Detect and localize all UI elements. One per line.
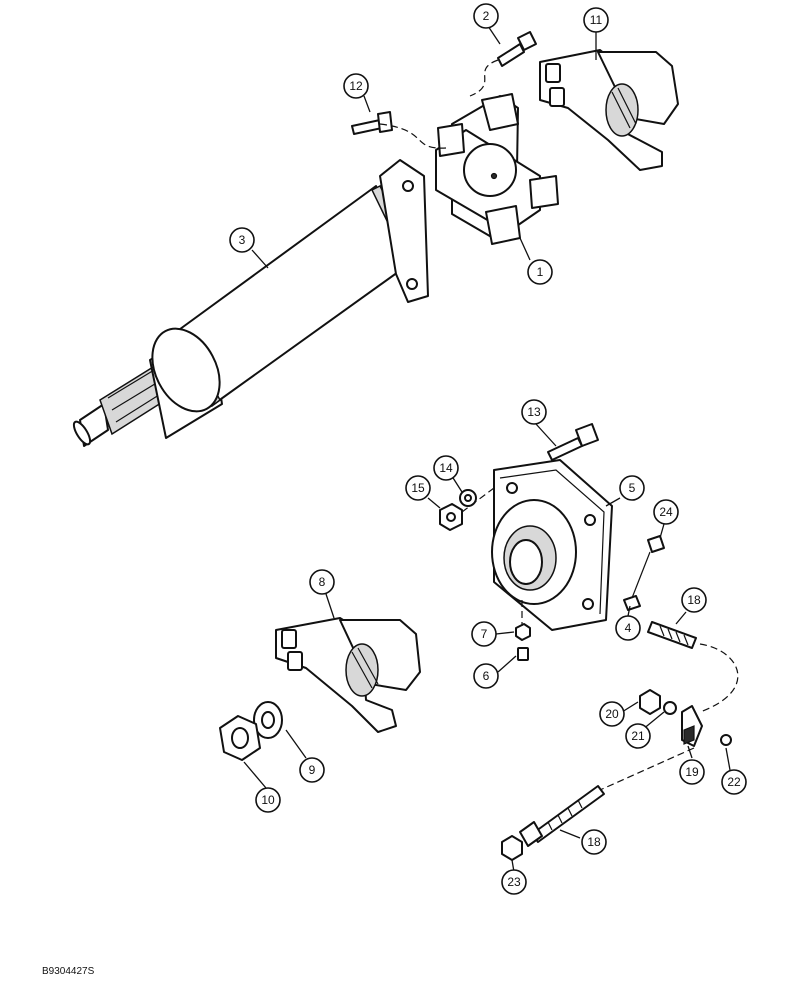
callout-6: 6: [473, 663, 499, 689]
drive-shaft: [72, 159, 429, 447]
nut-7: [515, 623, 531, 641]
callout-15: 15: [405, 475, 431, 501]
callout-18-upper: 18: [681, 587, 707, 613]
washer-14: [459, 489, 477, 507]
nut-15: [439, 503, 463, 531]
callout-label: 24: [659, 505, 673, 519]
callout-label: 9: [309, 763, 316, 777]
callout-9: 9: [299, 757, 325, 783]
grease-fitting-4: [623, 595, 641, 611]
rod-18-lower: [519, 785, 605, 847]
callout-label: 10: [261, 793, 275, 807]
callout-label: 22: [727, 775, 741, 789]
callout-label: 11: [590, 13, 603, 27]
callout-label: 1: [537, 265, 544, 279]
callout-label: 18: [687, 593, 701, 607]
callout-10: 10: [255, 787, 281, 813]
nut-10: [219, 715, 261, 761]
callout-1: 1: [527, 259, 553, 285]
washer-22: [720, 734, 732, 746]
nut-20: [639, 689, 661, 715]
callout-14: 14: [433, 455, 459, 481]
callout-21: 21: [625, 723, 651, 749]
clip-19: [681, 705, 703, 747]
callout-label: 6: [483, 669, 490, 683]
callout-label: 3: [239, 233, 246, 247]
callout-4: 4: [615, 615, 641, 641]
washer-21: [663, 701, 677, 715]
bearing-housing: [491, 459, 613, 631]
callout-label: 23: [507, 875, 521, 889]
callout-label: 21: [631, 729, 645, 743]
washer-9: [253, 701, 283, 739]
callout-22: 22: [721, 769, 747, 795]
callout-label: 5: [629, 481, 636, 495]
callout-3: 3: [229, 227, 255, 253]
callout-24: 24: [653, 499, 679, 525]
callout-5: 5: [619, 475, 645, 501]
callout-12: 12: [343, 73, 369, 99]
callout-7: 7: [471, 621, 497, 647]
callout-label: 20: [605, 707, 619, 721]
callout-label: 18: [587, 835, 601, 849]
callout-13: 13: [521, 399, 547, 425]
yoke-upper: [539, 49, 679, 171]
callout-label: 19: [685, 765, 699, 779]
elbow-fitting-24: [647, 535, 665, 553]
setscrew-6: [517, 647, 529, 661]
callout-20: 20: [599, 701, 625, 727]
callout-label: 12: [349, 79, 363, 93]
callout-label: 4: [625, 621, 632, 635]
callout-19: 19: [679, 759, 705, 785]
callout-2: 2: [473, 3, 499, 29]
callout-label: 14: [439, 461, 453, 475]
callout-label: 7: [481, 627, 488, 641]
nut-23: [501, 835, 523, 861]
callout-label: 15: [411, 481, 425, 495]
bolt-13: [547, 423, 599, 461]
rod-end-18-upper: [647, 621, 697, 649]
callout-18-lower: 18: [581, 829, 607, 855]
yoke-lower: [275, 617, 421, 733]
universal-joint-cross: [435, 93, 559, 245]
callout-11: 11: [583, 7, 609, 33]
bolt-2: [497, 31, 537, 67]
callout-label: 13: [527, 405, 541, 419]
bolt-12: [351, 111, 393, 135]
callout-label: 2: [483, 9, 490, 23]
callout-23: 23: [501, 869, 527, 895]
callout-8: 8: [309, 569, 335, 595]
callout-label: 8: [319, 575, 326, 589]
figure-code: B9304427S: [42, 966, 95, 977]
